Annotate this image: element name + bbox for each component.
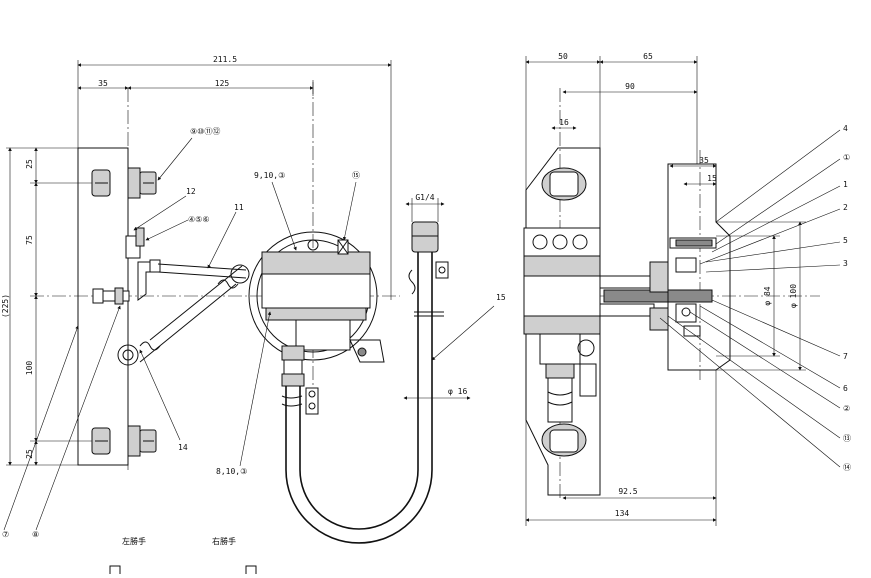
- bottom-bolt-side: [541, 423, 587, 457]
- label-pipe15: 15: [496, 293, 506, 302]
- callout-2: 1: [843, 180, 848, 189]
- bracket: [125, 227, 161, 301]
- label-item14: 14: [178, 443, 188, 452]
- label-bolt-group: ⑨⑩⑪⑫: [190, 127, 220, 136]
- pipe-loop: [281, 221, 449, 544]
- label-item456: ④⑤⑥: [188, 215, 210, 224]
- callout-8: ②: [843, 404, 850, 413]
- left-dimensions: 211.5 35 125 (225) 25 75 100 25 G1/4: [1, 55, 471, 466]
- dim-pipe-thread: G1/4: [415, 193, 434, 202]
- dim-overall-width: 211.5: [213, 55, 237, 64]
- gauge-outline: [248, 231, 378, 361]
- dim-left-offset: 35: [98, 79, 108, 88]
- callout-7: 6: [843, 384, 848, 393]
- dim-mid-offset: 125: [215, 79, 230, 88]
- right-callouts: 4 ① 1 2 5 3 7 6 ② ⑬ ⑭: [659, 124, 851, 472]
- label-item11: 11: [234, 203, 244, 212]
- valve-side: [523, 227, 601, 423]
- center-bolt: [92, 287, 130, 305]
- shaft-flange: [599, 163, 731, 371]
- top-bolt-side: [541, 167, 587, 201]
- left-view: 211.5 35 125 (225) 25 75 100 25 G1/4: [1, 55, 506, 577]
- lower-fitting: [281, 345, 319, 415]
- dim-w92: 92.5: [618, 487, 637, 496]
- upper-bolt: [91, 167, 157, 199]
- dim-top-seg: 25: [25, 159, 34, 169]
- dim-d100: φ 100: [789, 284, 798, 308]
- label-item7: ⑦: [2, 530, 9, 539]
- support-arm: [117, 263, 250, 366]
- right-view: 50 65 90 16 35 15 φ 84 φ 100 92.5: [523, 52, 851, 526]
- label-right-hand: 右勝手: [212, 536, 236, 546]
- callout-10: ⑭: [843, 463, 851, 472]
- dim-w15: 15: [707, 174, 717, 183]
- label-item15: ⑮: [352, 171, 360, 180]
- dim-w50: 50: [558, 52, 568, 61]
- dim-d84: φ 84: [763, 286, 772, 305]
- dim-total-height: (225): [1, 294, 10, 318]
- checkbox-right-hand: [245, 565, 257, 577]
- label-item12: 12: [186, 187, 196, 196]
- dim-w35: 35: [699, 156, 709, 165]
- dim-w134: 134: [615, 509, 630, 518]
- dim-bottom-seg: 25: [25, 449, 34, 459]
- callout-6: 7: [843, 352, 848, 361]
- dim-lower-seg: 100: [25, 361, 34, 376]
- callout-5: 3: [843, 259, 848, 268]
- valve-body: [261, 239, 385, 363]
- label-left-hand: 左勝手: [122, 536, 146, 546]
- lower-bolt: [91, 425, 157, 457]
- dim-w90: 90: [625, 82, 635, 91]
- callout-1: ①: [843, 153, 850, 162]
- callout-3: 2: [843, 203, 848, 212]
- checkbox-left-hand: [109, 565, 121, 577]
- dim-w16: 16: [559, 118, 569, 127]
- dim-upper-seg: 75: [25, 235, 34, 245]
- label-lower-callout: 8,10,③: [216, 467, 247, 476]
- label-upper-callout: 9,10,③: [254, 171, 285, 180]
- callout-9: ⑬: [843, 434, 851, 443]
- dim-pipe-dia: φ 16: [448, 387, 467, 396]
- callout-4: 5: [843, 236, 848, 245]
- label-item8: ⑧: [32, 530, 39, 539]
- left-callouts: ⑨⑩⑪⑫ 12 ④⑤⑥ 11 14 9,10,③ ⑮ 8,10,③ 15 ⑦ ⑧: [2, 127, 506, 539]
- dim-w65: 65: [643, 52, 653, 61]
- right-dimensions: 50 65 90 16 35 15 φ 84 φ 100 92.5: [525, 52, 806, 526]
- callout-0: 4: [843, 124, 848, 133]
